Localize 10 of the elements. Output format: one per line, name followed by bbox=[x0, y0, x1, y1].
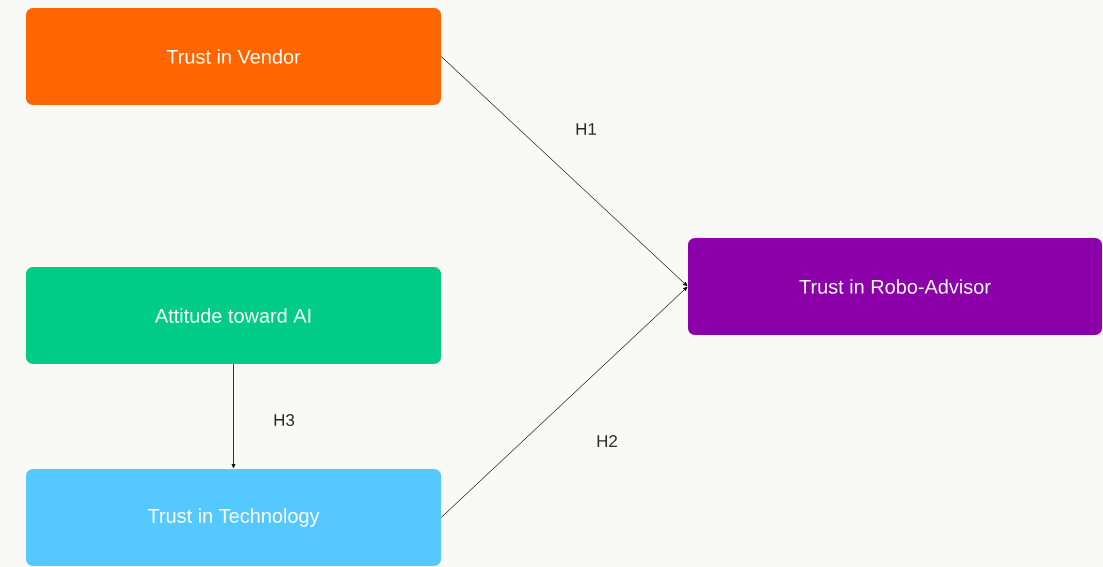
concept-box: Attitude toward AI bbox=[26, 267, 441, 364]
edge-label: H3 bbox=[272, 413, 296, 427]
concept-box: Trust in Robo-Advisor bbox=[688, 238, 1102, 335]
arrow bbox=[440, 286, 688, 518]
concept-box: Trust in Technology bbox=[26, 469, 441, 566]
arrow bbox=[231, 363, 236, 469]
edge-label: H2 bbox=[595, 434, 619, 448]
edge-label: H1 bbox=[574, 122, 598, 136]
concept-box: Trust in Vendor bbox=[26, 8, 441, 105]
arrow bbox=[440, 56, 688, 287]
